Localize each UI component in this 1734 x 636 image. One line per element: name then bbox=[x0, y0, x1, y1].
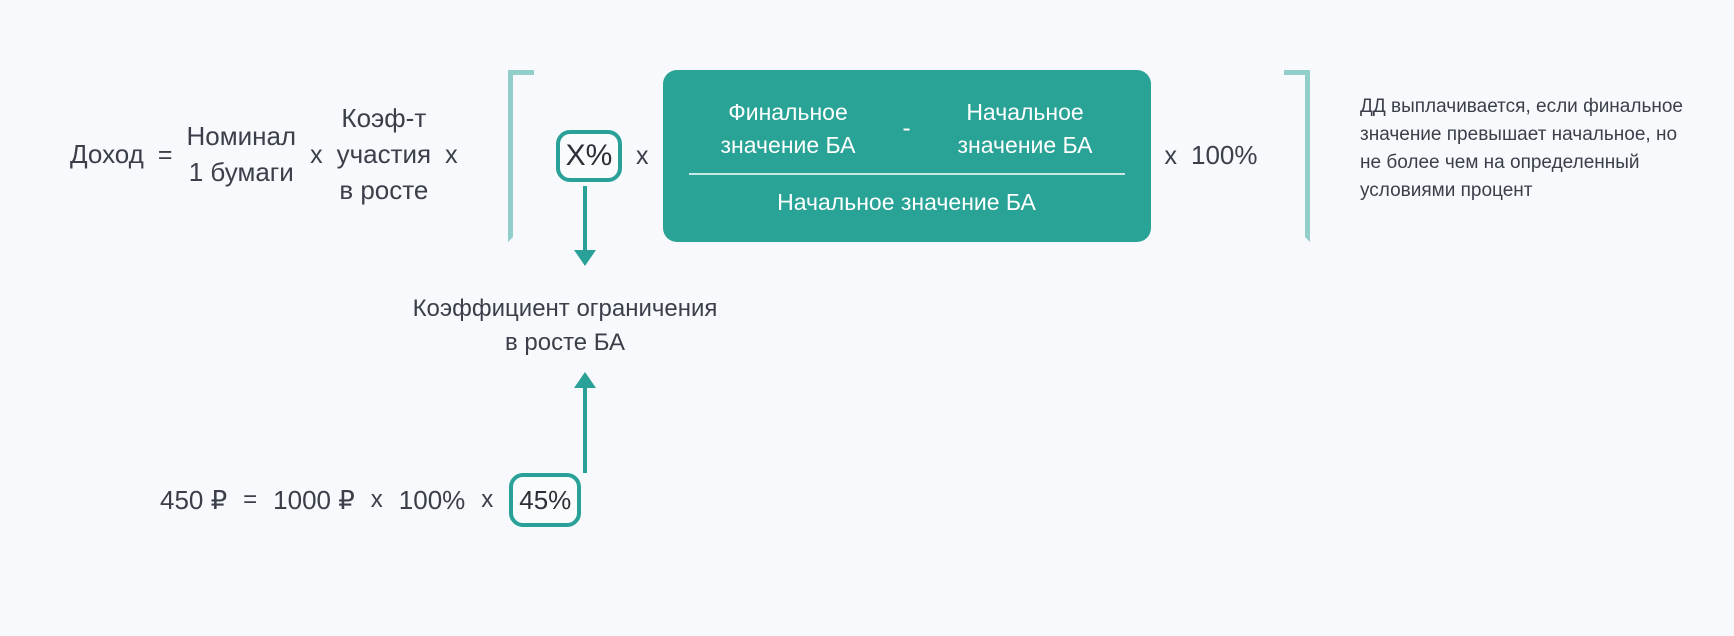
fraction-bar bbox=[688, 173, 1125, 176]
cap-coefficient-chip[interactable]: X% bbox=[556, 130, 622, 182]
equals-sign: = bbox=[157, 140, 173, 169]
caption-line-2: в росте БА bbox=[504, 329, 626, 357]
main-formula-row: Доход = Номинал 1 бумаги x Коэф-т участи… bbox=[70, 70, 472, 240]
initial-value-term-numerator: Начальное значение БА bbox=[957, 98, 1093, 158]
multiply-op-4: x bbox=[1164, 141, 1178, 170]
caption-line-1: Коэффициент ограничения bbox=[412, 295, 718, 322]
example-formula-row: 450 ₽ = 1000 ₽ x 100% x 45% bbox=[160, 470, 582, 530]
fraction-numerator: Финальное значение БА - Начальное значен… bbox=[689, 96, 1125, 173]
final-value-term: Финальное значение БА bbox=[720, 98, 856, 158]
connector-line-up bbox=[583, 388, 587, 473]
participation-coefficient-term: Коэф-т участия в росте bbox=[336, 103, 432, 205]
arrow-up-icon bbox=[574, 372, 596, 388]
minus-sign: - bbox=[902, 114, 911, 142]
multiply-op-2: x bbox=[445, 140, 458, 169]
example-cap-chip[interactable]: 45% bbox=[509, 473, 582, 527]
growth-fraction-box: Финальное значение БА - Начальное значен… bbox=[662, 70, 1151, 242]
example-participation: 100% bbox=[398, 484, 466, 515]
bracketed-expression: X% x Финальное значение БА - Начальное з… bbox=[508, 70, 1310, 242]
multiply-op-1: x bbox=[310, 140, 323, 169]
example-multiply-op-2: x bbox=[481, 486, 494, 513]
example-result: 450 ₽ bbox=[160, 484, 228, 515]
connector-line-down bbox=[583, 186, 587, 252]
hundred-percent-term: 100% bbox=[1191, 140, 1258, 171]
bracket-left bbox=[508, 70, 534, 242]
nominal-term: Номинал 1 бумаги bbox=[186, 121, 297, 187]
example-nominal: 1000 ₽ bbox=[273, 484, 355, 515]
explanatory-note: ДД выплачивается, если финальное значени… bbox=[1360, 96, 1683, 202]
initial-value-term-denominator: Начальное значение БА bbox=[777, 189, 1036, 216]
income-label: Доход bbox=[70, 139, 144, 170]
cap-coefficient-caption: Коэффициент ограничения в росте БА bbox=[390, 292, 740, 360]
example-equals-sign: = bbox=[243, 486, 258, 513]
example-multiply-op-1: x bbox=[370, 486, 383, 513]
multiply-op-3: x bbox=[636, 141, 649, 170]
bracket-right bbox=[1283, 70, 1310, 242]
arrow-down-icon bbox=[574, 250, 596, 266]
